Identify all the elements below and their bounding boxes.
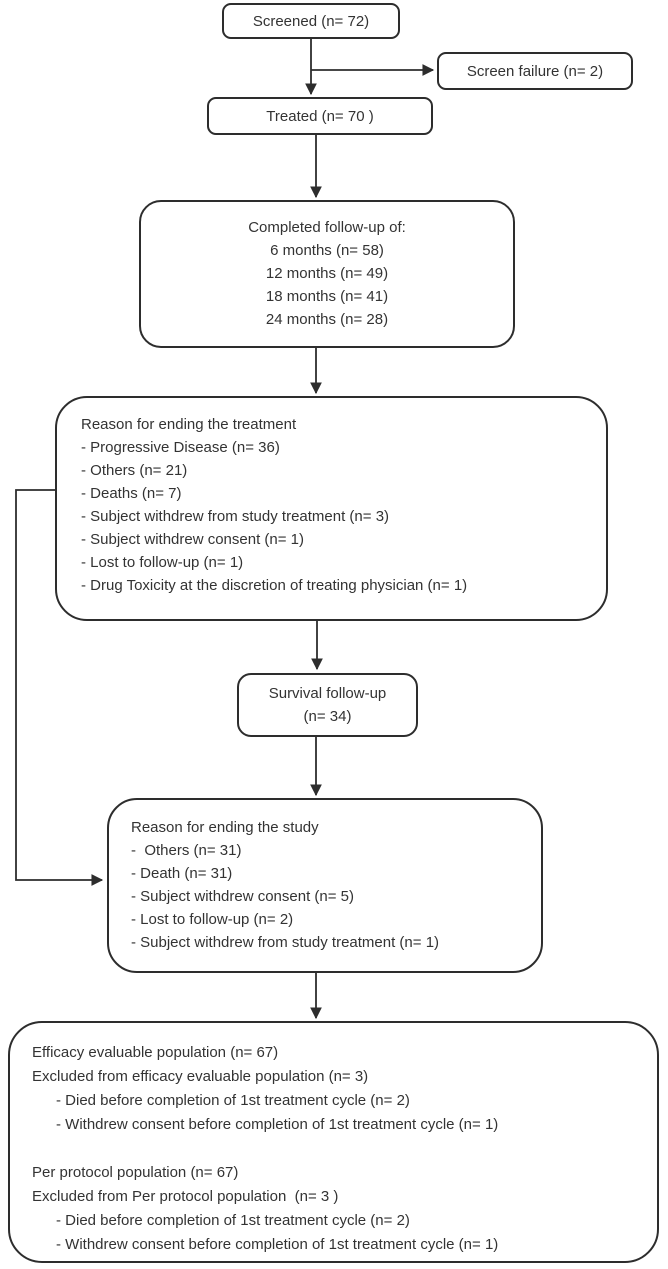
completed-followup-item: 24 months (n= 28) (265, 311, 389, 328)
reason-ending-treatment-item: - Progressive Disease (n= 36) (81, 439, 280, 456)
populations-spacer (32, 1137, 639, 1161)
screened-label: Screened (n= 72) (252, 12, 370, 30)
populations-line: Excluded from efficacy evaluable populat… (32, 1068, 369, 1085)
reason-ending-study-box: Reason for ending the study - Others (n=… (107, 798, 543, 973)
reason-ending-treatment-title: Reason for ending the treatment (81, 416, 297, 433)
reason-ending-study-title: Reason for ending the study (131, 819, 319, 836)
populations-line: Excluded from Per protocol population (n… (32, 1188, 339, 1205)
completed-followup-box: Completed follow-up of: 6 months (n= 58)… (139, 200, 515, 348)
populations-line: - Withdrew consent before completion of … (56, 1236, 499, 1253)
analysis-populations-box: Efficacy evaluable population (n= 67) Ex… (8, 1021, 659, 1263)
completed-followup-item: 6 months (n= 58) (270, 242, 384, 259)
populations-line: Efficacy evaluable population (n= 67) (32, 1044, 279, 1061)
reason-ending-treatment-item: - Subject withdrew from study treatment … (81, 508, 390, 525)
completed-followup-item: 18 months (n= 41) (265, 288, 389, 305)
survival-followup-line: (n= 34) (303, 708, 352, 725)
screen-failure-label: Screen failure (n= 2) (466, 62, 604, 80)
treated-label: Treated (n= 70 ) (266, 107, 374, 125)
reason-ending-treatment-item: - Subject withdrew consent (n= 1) (81, 531, 305, 548)
reason-ending-treatment-item: - Deaths (n= 7) (81, 485, 182, 502)
completed-followup-item: 12 months (n= 49) (265, 265, 389, 282)
reason-ending-study-item: - Subject withdrew consent (n= 5) (131, 888, 355, 905)
treated-box: Treated (n= 70 ) (207, 97, 433, 135)
reason-ending-study-item: - Lost to follow-up (n= 2) (131, 911, 294, 928)
survival-followup-line: Survival follow-up (268, 685, 387, 702)
populations-line: - Died before completion of 1st treatmen… (56, 1092, 410, 1109)
reason-ending-study-item: - Death (n= 31) (131, 865, 233, 882)
populations-line: - Withdrew consent before completion of … (56, 1116, 499, 1133)
reason-ending-treatment-item: - Lost to follow-up (n= 1) (81, 554, 244, 571)
reason-ending-study-item: - Subject withdrew from study treatment … (131, 934, 440, 951)
populations-line: - Died before completion of 1st treatmen… (56, 1212, 410, 1229)
reason-ending-treatment-item: - Drug Toxicity at the discretion of tre… (81, 577, 468, 594)
populations-line: Per protocol population (n= 67) (32, 1164, 239, 1181)
survival-followup-box: Survival follow-up (n= 34) (237, 673, 418, 737)
reason-ending-study-item: - Others (n= 31) (131, 842, 242, 859)
screen-failure-box: Screen failure (n= 2) (437, 52, 633, 90)
reason-ending-treatment-box: Reason for ending the treatment - Progre… (55, 396, 608, 621)
screened-box: Screened (n= 72) (222, 3, 400, 39)
reason-ending-treatment-item: - Others (n= 21) (81, 462, 188, 479)
completed-followup-title: Completed follow-up of: (248, 219, 406, 236)
